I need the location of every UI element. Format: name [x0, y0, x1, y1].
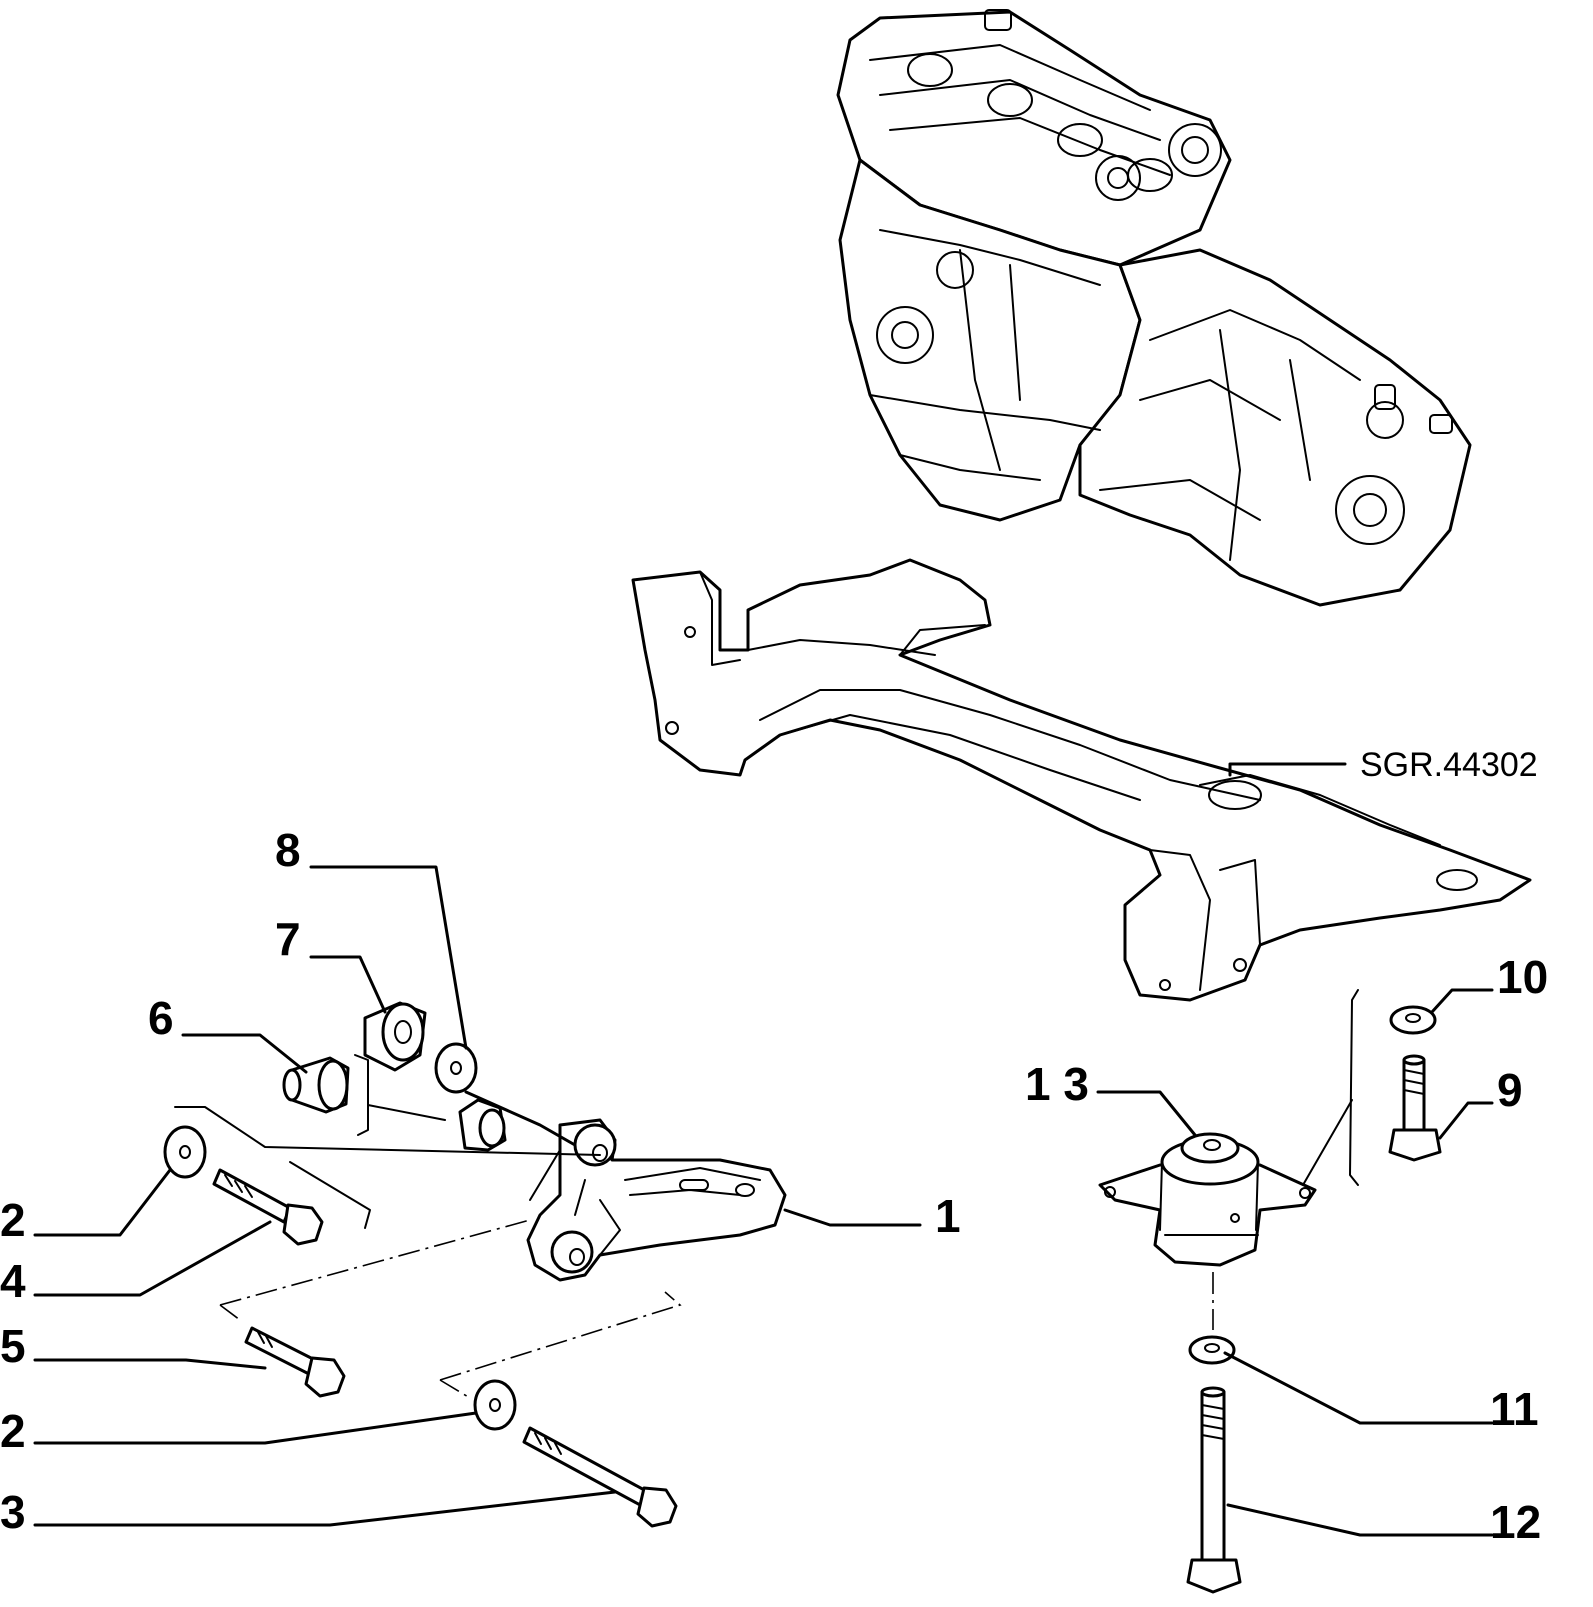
callout-6: 6 — [148, 992, 174, 1044]
spacer-part-7 — [363, 1001, 427, 1072]
reference-code: SGR.44302 — [1360, 746, 1538, 784]
callout-9: 9 — [1497, 1064, 1523, 1116]
washer-part-2-upper — [163, 1125, 207, 1179]
washer-part-10 — [1389, 1005, 1437, 1035]
callout-4: 4 — [0, 1255, 26, 1307]
callout-12: 12 — [1490, 1496, 1541, 1548]
callout-1: 1 — [935, 1190, 961, 1242]
washer-part-8 — [434, 1042, 478, 1094]
callout-10: 10 — [1497, 951, 1548, 1003]
leader-lines — [33, 762, 1494, 1537]
callout-8: 8 — [275, 824, 301, 876]
callout-numbers: SGR.44302 8 7 6 1 2 4 5 2 3 1 3 10 9 11 … — [0, 746, 1548, 1548]
callout-11: 11 — [1490, 1383, 1539, 1435]
washer-part-2-lower — [473, 1379, 517, 1431]
engine-gearbox-assembly — [836, 9, 1472, 607]
bolt-part-4 — [212, 1168, 324, 1246]
bushing-part-6 — [282, 1056, 350, 1114]
callout-13: 1 3 — [1025, 1058, 1089, 1110]
bolt-part-12 — [1186, 1386, 1242, 1594]
callout-2-upper: 2 — [0, 1194, 26, 1246]
front-subframe — [631, 558, 1532, 1002]
callout-3: 3 — [0, 1486, 26, 1538]
mount-bush — [458, 1098, 507, 1152]
bolt-part-5 — [244, 1326, 346, 1398]
callout-5: 5 — [0, 1320, 26, 1372]
callout-2-lower: 2 — [0, 1405, 26, 1457]
washer-part-11 — [1188, 1335, 1236, 1365]
bolt-part-9 — [1388, 1054, 1442, 1162]
engine-mount-bracket — [526, 1118, 787, 1282]
bolt-part-3 — [522, 1426, 678, 1528]
center-lines — [219, 1219, 1214, 1399]
callout-7: 7 — [275, 913, 301, 965]
hydro-mount-part-13 — [1098, 1132, 1317, 1267]
